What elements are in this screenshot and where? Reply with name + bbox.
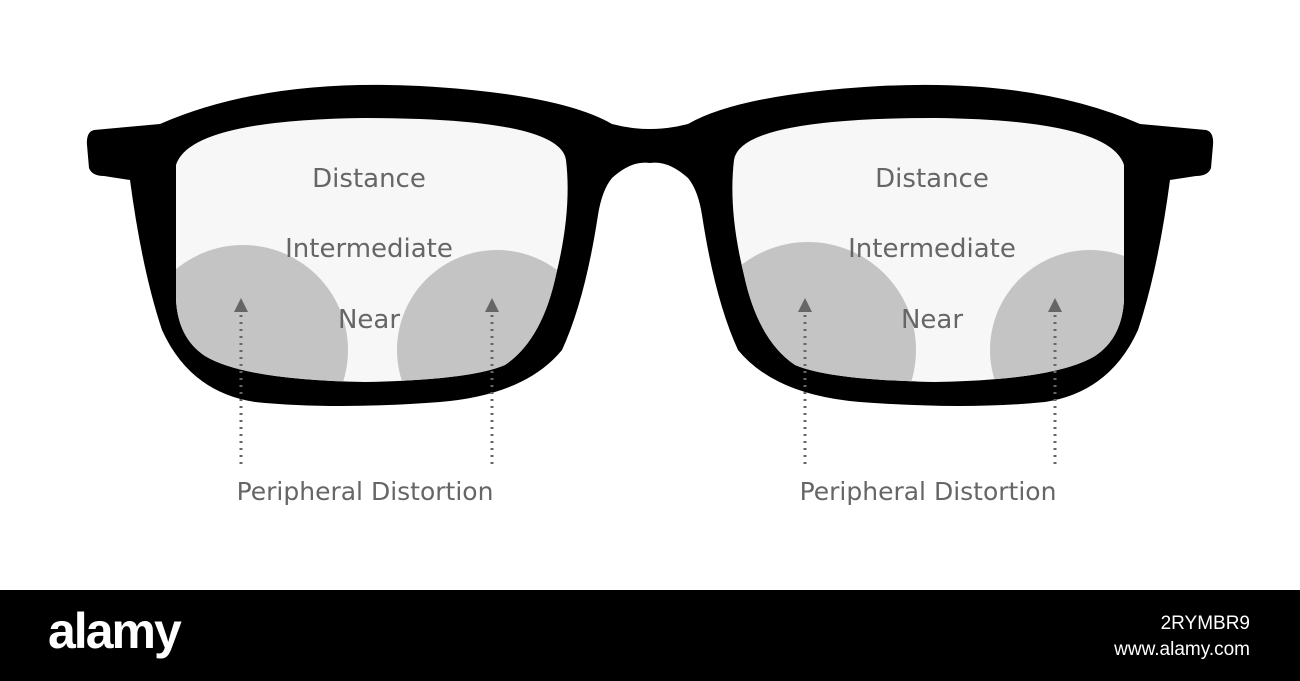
site-url: www.alamy.com [1114,639,1250,660]
alamy-logo: alamy [48,603,182,659]
left-near-label: Near [337,305,401,335]
eyeglasses-diagram: Distance Intermediate Near Peripheral Di… [86,84,1214,506]
image-id: 2RYMBR9 [1160,613,1250,634]
left-lens-left-arrow-head [234,298,248,312]
right-lens-right-arrow-head [1048,298,1062,312]
left-intermediate-label: Intermediate [285,234,453,264]
watermark-footer: alamy 2RYMBR9 www.alamy.com [0,590,1300,681]
right-lens-left-arrow-head [798,298,812,312]
left-distance-label: Distance [312,164,426,194]
left-lens-distortion-zone-left [176,245,348,382]
right-intermediate-label: Intermediate [848,234,1016,264]
right-peripheral-distortion-label: Peripheral Distortion [799,477,1057,506]
eyeglasses-illustration [86,84,1214,464]
left-lens-distortion-zone-right [397,250,568,382]
right-lens-distortion-zone-right [990,250,1124,382]
left-lens-right-arrow-head [485,298,499,312]
right-near-label: Near [900,305,964,335]
left-peripheral-distortion-label: Peripheral Distortion [236,477,494,506]
right-lens-distortion-zone-left [732,242,916,382]
right-distance-label: Distance [875,164,989,194]
